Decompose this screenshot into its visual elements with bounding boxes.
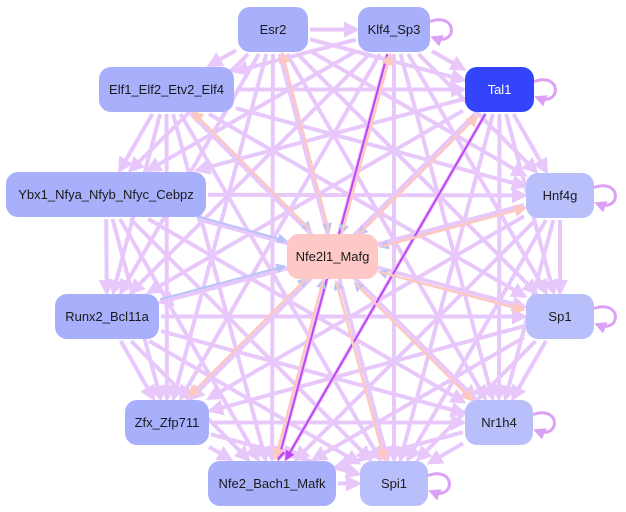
edge xyxy=(193,97,464,175)
edge-pink xyxy=(380,204,528,248)
self-loop-edge xyxy=(593,184,617,213)
edge xyxy=(232,37,357,76)
edge-pink xyxy=(272,279,325,461)
edge-pink xyxy=(335,281,388,463)
self-loops xyxy=(427,18,617,501)
edge xyxy=(145,108,465,295)
edge-pink xyxy=(278,50,331,232)
edge xyxy=(207,112,528,298)
node-spi1[interactable]: Spi1 xyxy=(360,461,428,506)
edge-pink xyxy=(191,110,312,231)
edge-pink xyxy=(340,52,394,234)
highlight-edges xyxy=(159,50,528,463)
edge xyxy=(118,113,155,174)
self-loop-edge xyxy=(533,78,557,107)
edge xyxy=(511,113,548,175)
background-edges xyxy=(98,21,568,492)
node-klf4-sp3[interactable]: Klf4_Sp3 xyxy=(358,7,430,52)
node-nr1h4[interactable]: Nr1h4 xyxy=(465,400,533,445)
edge-pink xyxy=(354,282,475,402)
node-zfx-zfp711[interactable]: Zfx_Zfp711 xyxy=(125,400,209,445)
node-nfe2-bach1-mafk[interactable]: Nfe2_Bach1_Mafk xyxy=(208,461,336,506)
node-sp1[interactable]: Sp1 xyxy=(526,294,594,339)
edge xyxy=(206,48,237,67)
edge xyxy=(264,53,281,463)
edge xyxy=(208,445,234,462)
edge xyxy=(207,324,525,416)
edge-blue xyxy=(159,263,287,301)
node-elf1-elf2-etv2-elf4[interactable]: Elf1_Elf2_Etv2_Elf4 xyxy=(99,67,234,112)
edge xyxy=(179,52,382,402)
edge xyxy=(119,340,156,402)
edge xyxy=(148,339,362,465)
edge-pink xyxy=(378,270,526,314)
self-loop-edge xyxy=(593,305,617,334)
self-loop-edge xyxy=(429,18,453,47)
edge-blue xyxy=(196,215,288,244)
node-hnf4g[interactable]: Hnf4g xyxy=(526,173,594,218)
edge xyxy=(426,441,465,465)
node-runx2-bcl11a[interactable]: Runx2_Bcl11a xyxy=(55,294,159,339)
self-loop-edge xyxy=(427,472,451,501)
edge-pink xyxy=(187,277,307,398)
edge xyxy=(207,187,528,204)
edge xyxy=(128,217,373,462)
node-nfe2l1-mafg[interactable]: Nfe2l1_Mafg xyxy=(287,234,378,279)
edge xyxy=(98,218,115,296)
node-esr2[interactable]: Esr2 xyxy=(238,7,308,52)
edge xyxy=(310,335,526,462)
edge xyxy=(511,340,548,402)
edge xyxy=(147,217,467,404)
edge xyxy=(293,218,537,462)
edge-pink xyxy=(358,114,479,236)
edge xyxy=(285,53,487,402)
self-loop-edge xyxy=(532,411,556,440)
edge-strong xyxy=(285,113,487,461)
edge xyxy=(178,112,382,463)
edge xyxy=(160,329,467,418)
edge xyxy=(334,430,464,471)
edge xyxy=(205,214,526,401)
node-ybx1-nfya-nfyb-nfyc-cebpz[interactable]: Ybx1_Nfya_Nfyb_Nfyc_Cebpz xyxy=(6,172,206,217)
edge xyxy=(431,49,467,71)
node-tal1[interactable]: Tal1 xyxy=(465,67,534,112)
